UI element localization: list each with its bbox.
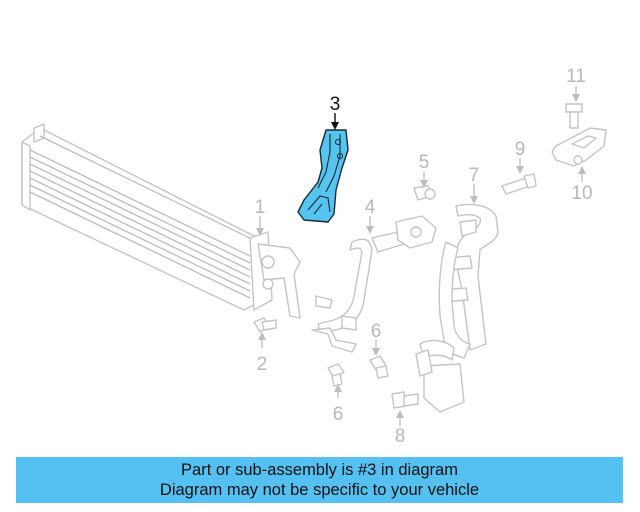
pipe-part-4 — [311, 215, 437, 353]
callout-7: 7 — [469, 165, 480, 186]
callout-3: 3 — [330, 94, 341, 115]
callout-6-right: 6 — [371, 321, 382, 342]
callout-8: 8 — [395, 426, 406, 447]
callout-1: 1 — [255, 197, 266, 218]
callout-9: 9 — [515, 139, 526, 160]
fastener-part-6-right — [369, 355, 389, 379]
callout-2: 2 — [257, 354, 268, 375]
bolt-part-11 — [565, 103, 583, 129]
bracket-part-10 — [551, 127, 607, 167]
callout-5: 5 — [419, 152, 430, 173]
callout-11: 11 — [566, 66, 586, 87]
hose-part-7 — [415, 203, 499, 413]
banner-line-1: Part or sub-assembly is #3 in diagram — [181, 461, 458, 479]
bracket-part-3 — [297, 129, 349, 223]
callout-4: 4 — [365, 197, 376, 218]
info-banner: Part or sub-assembly is #3 in diagram Di… — [16, 457, 623, 503]
banner-line-2: Diagram may not be specific to your vehi… — [159, 481, 480, 499]
fastener-part-6-left — [327, 363, 345, 387]
callout-6-left: 6 — [333, 404, 344, 425]
callout-10: 10 — [571, 183, 592, 204]
fastener-part-8 — [391, 391, 419, 409]
fastener-part-9 — [501, 173, 537, 195]
leader-lines — [256, 86, 586, 426]
fastener-part-2 — [253, 317, 277, 333]
fastener-part-5 — [413, 185, 436, 201]
cooler-core — [21, 123, 301, 319]
